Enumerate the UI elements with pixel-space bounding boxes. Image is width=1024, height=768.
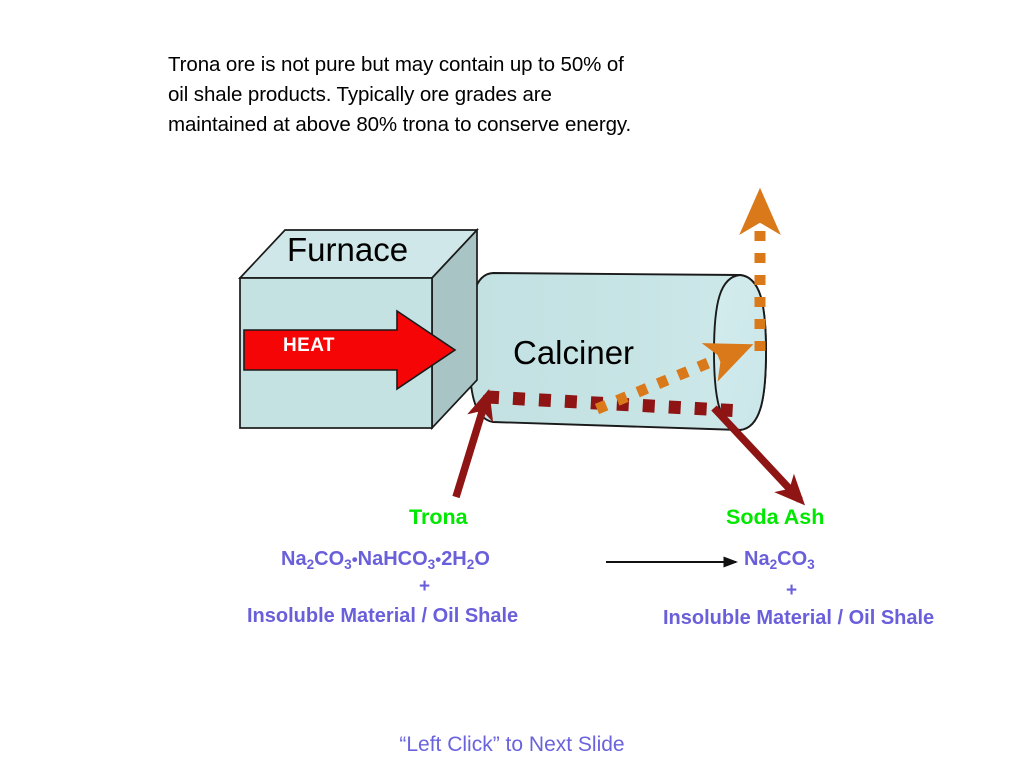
- soda-ash-formula: Na2CO3: [744, 548, 815, 572]
- trona-plus-sign: +: [419, 576, 431, 597]
- trona-species-label: Trona: [409, 505, 468, 529]
- trona-insoluble-material: Insoluble Material / Oil Shale: [247, 605, 519, 627]
- soda-ash-outlet-arrow: [711, 405, 806, 506]
- heat-arrow: [243, 309, 457, 391]
- next-slide-hint[interactable]: “Left Click” to Next Slide: [399, 733, 625, 756]
- intro-paragraph: Trona ore is not pure but may contain up…: [168, 53, 632, 136]
- calciner-label: Calciner: [513, 334, 635, 371]
- soda-ash-insoluble-material: Insoluble Material / Oil Shale: [663, 607, 935, 629]
- soda-ash-plus-sign: +: [786, 580, 798, 601]
- trona-inlet-arrow: [452, 388, 494, 499]
- vapor-flow-path: [594, 187, 781, 415]
- solids-flow-path: [452, 388, 806, 506]
- furnace-right-face: [431, 227, 478, 431]
- trona-formula: Na2CO3•NaHCO3•2H2O: [281, 548, 490, 572]
- solids-dotted-line: [486, 390, 743, 418]
- heat-arrow-label: HEAT: [283, 335, 335, 356]
- furnace-label: Furnace: [287, 231, 409, 268]
- calciner-end-cap: [713, 274, 767, 431]
- furnace-front-face: [239, 277, 433, 429]
- soda-ash-species-label: Soda Ash: [726, 505, 825, 529]
